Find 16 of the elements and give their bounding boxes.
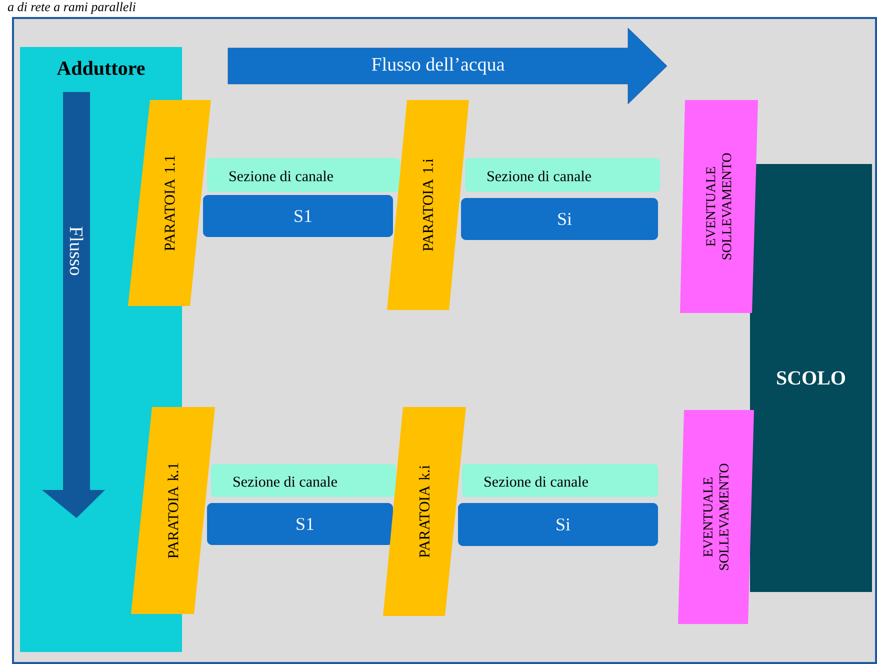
channel-bar: Si	[458, 503, 658, 546]
channel-bar: S1	[203, 195, 393, 237]
channel-bar: Si	[461, 198, 658, 240]
section-bar: Sezione di canale	[465, 158, 660, 192]
section-bar: Sezione di canale	[462, 464, 658, 497]
channel-bar: S1	[207, 503, 393, 545]
drain-box: SCOLO	[750, 164, 872, 592]
lift-box: EVENTUALE SOLLEVAMENTO	[678, 410, 754, 624]
gate-box: PARATOIA 1.i	[387, 100, 469, 310]
lift-box: EVENTUALE SOLLEVAMENTO	[680, 100, 758, 313]
gate-box: PARATOIA 1.1	[128, 100, 211, 306]
section-bar: Sezione di canale	[207, 158, 400, 192]
gate-box: PARATOIA k.i	[383, 407, 466, 616]
section-bar: Sezione di canale	[211, 464, 396, 497]
gate-box: PARATOIA k.1	[131, 407, 215, 614]
title: a di rete a rami paralleli	[8, 2, 136, 14]
